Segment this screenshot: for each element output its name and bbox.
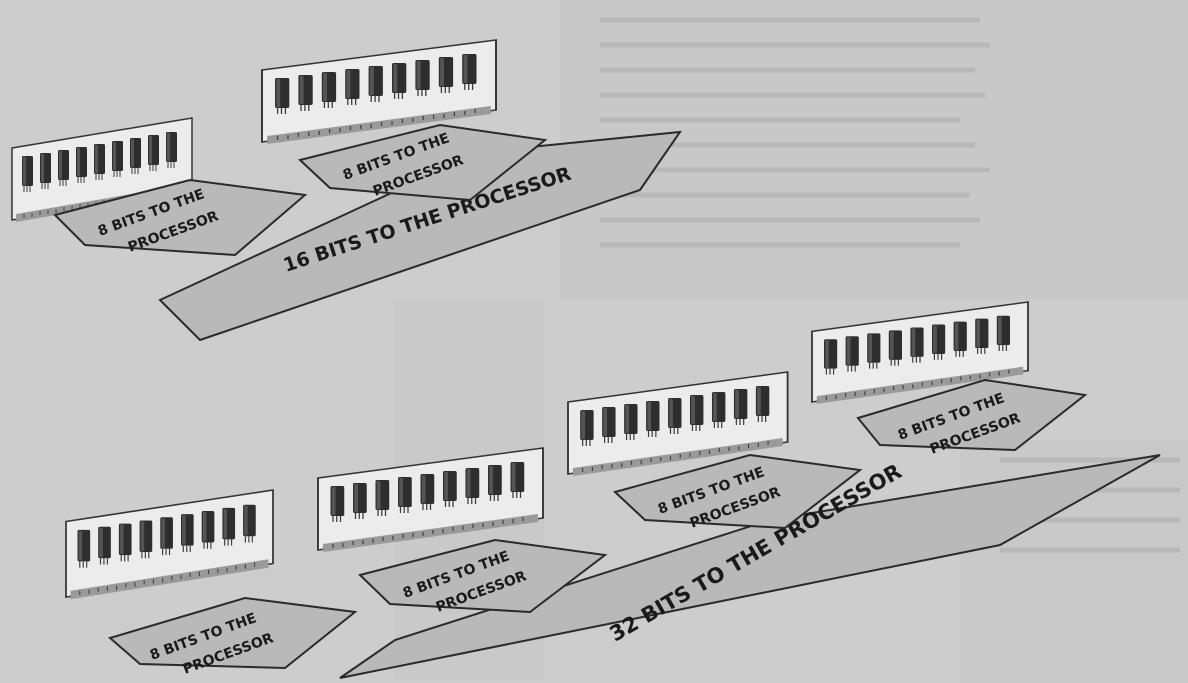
- memory-module-bottom-a: 8 BITS TO THE PROCESSOR: [66, 490, 355, 678]
- memory-module-icon: [66, 490, 273, 599]
- small-arrow-bottom-a: 8 BITS TO THE PROCESSOR: [110, 598, 355, 678]
- memory-module-bottom-d: 8 BITS TO THE PROCESSOR: [812, 302, 1085, 458]
